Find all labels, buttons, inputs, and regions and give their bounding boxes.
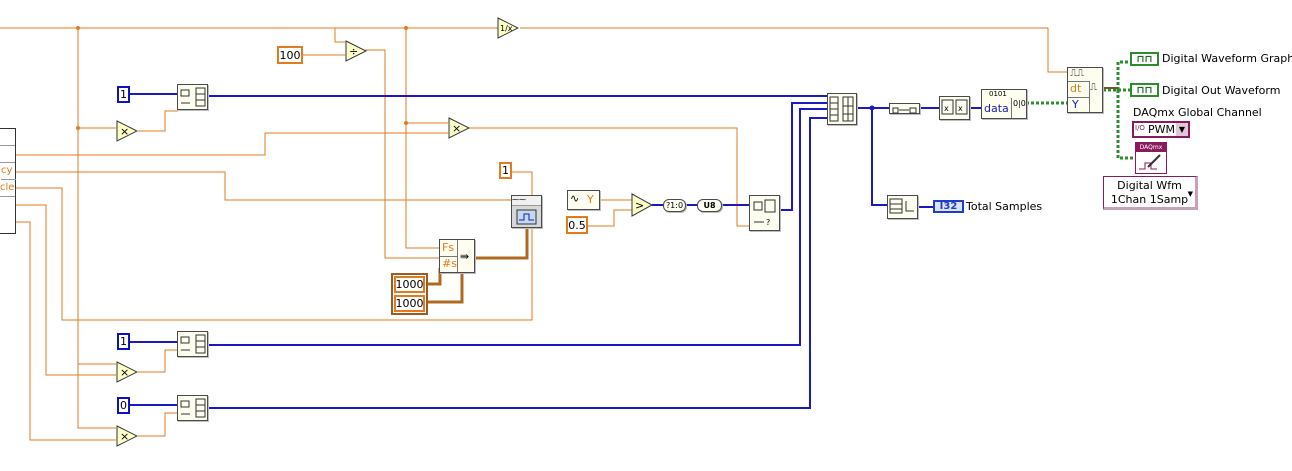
initialize-array-node[interactable] <box>177 84 208 110</box>
multiply-icon[interactable]: × <box>116 425 138 447</box>
build-array-icon <box>180 398 206 418</box>
multiply-icon[interactable]: × <box>116 120 138 142</box>
compare-icon[interactable]: > <box>631 193 653 217</box>
constant-1000-b[interactable]: 1000 <box>394 295 425 312</box>
constant-0-low[interactable]: 0 <box>117 397 130 414</box>
build-array-icon <box>180 334 206 354</box>
svg-text:x: x <box>944 104 949 113</box>
build-2d-array-node[interactable] <box>827 93 857 125</box>
array-subset-node[interactable]: ? <box>749 195 780 231</box>
digital-waveform-graph-terminal[interactable]: ⊓⊓ <box>1130 52 1159 66</box>
constant-1000-a[interactable]: 1000 <box>394 276 425 293</box>
daqmx-channel-value: PWM <box>1148 123 1176 136</box>
constant-cluster-1000[interactable]: 1000 1000 <box>391 273 428 315</box>
array-subset-icon: ? <box>753 199 776 227</box>
reshape-icon <box>892 107 917 114</box>
build-array-icon <box>829 96 854 122</box>
build-waveform-node[interactable]: ⎍⎍ dt Y ⎍ <box>1067 67 1103 113</box>
svg-text:÷: ÷ <box>349 45 358 58</box>
to-u8-node[interactable]: U8 <box>697 199 722 212</box>
svg-text:×: × <box>452 122 461 135</box>
daqmx-vi-banner: DAQmx <box>1136 143 1166 152</box>
digital-pulse-icon: ⊓⊓ <box>1136 53 1153 65</box>
daqmx-write-vi[interactable]: DAQmx <box>1135 142 1167 174</box>
svg-text:×: × <box>120 125 129 138</box>
constant-100[interactable]: 100 <box>277 46 303 64</box>
digital-bits-label: 0101 <box>989 90 1007 98</box>
multiply-icon[interactable]: × <box>448 117 470 139</box>
reciprocal-icon[interactable]: 1/x <box>497 17 519 39</box>
svg-text:1/x: 1/x <box>500 24 513 33</box>
to-u8-text: U8 <box>703 201 716 210</box>
svg-text:×: × <box>120 430 129 443</box>
waveform-y-label: Y <box>587 193 594 206</box>
io-prefix-icon: I/O <box>1135 124 1145 132</box>
arrow-icon: ⇛ <box>460 250 470 263</box>
svg-text:×: × <box>120 366 129 379</box>
constant-1-top[interactable]: 1 <box>117 86 130 103</box>
bool-to-num-text: ?1:0 <box>665 201 684 210</box>
cluster-duty-cycle-label: cle <box>0 180 15 197</box>
dropdown-arrow-icon[interactable]: ▼ <box>1176 123 1188 136</box>
cluster-unbundle[interactable]: cy cle <box>0 128 16 234</box>
initialize-array-node[interactable] <box>177 395 208 421</box>
timing-bundle-node[interactable]: Fs #s ⇛ <box>439 239 475 273</box>
selector-line-2: 1Chan 1Samp <box>1110 193 1189 206</box>
daqmx-channel-control[interactable]: I/O PWM ▼ <box>1132 121 1190 138</box>
multiply-icon[interactable]: × <box>116 361 138 383</box>
total-samples-label: Total Samples <box>966 200 1043 213</box>
waveform-small-icon: ∿ <box>570 192 580 205</box>
constant-1-orange[interactable]: 1 <box>499 162 512 179</box>
pen-icon <box>1139 154 1161 170</box>
svg-text:>: > <box>635 199 644 212</box>
boolean-to-number-node[interactable]: ?1:0 <box>663 199 686 212</box>
array-size-node[interactable] <box>887 195 918 219</box>
digital-data-node[interactable]: 0101 data 0|0 <box>981 89 1027 119</box>
get-waveform-y-node[interactable]: ∿ Y <box>567 190 600 210</box>
svg-text:?: ? <box>766 218 770 227</box>
cluster-frequency-label: cy <box>1 163 16 180</box>
divide-icon[interactable]: ÷ <box>345 40 367 62</box>
digital-out-waveform-terminal[interactable]: ⊓⊓ <box>1130 83 1159 97</box>
build-array-icon <box>180 87 206 107</box>
daqmx-channel-caption: DAQmx Global Channel <box>1133 106 1262 119</box>
waveform-out-icon: ⎍ <box>1090 82 1097 93</box>
wfm-dt-label: dt <box>1070 82 1082 95</box>
array-size-icon <box>889 198 914 214</box>
timing-fs-label: Fs <box>442 241 455 254</box>
digital-out-icon: 0|0 <box>1013 99 1026 108</box>
constant-0.5[interactable]: 0.5 <box>566 216 588 234</box>
digital-data-label: data <box>984 102 1009 115</box>
wfm-y-label: Y <box>1072 98 1079 111</box>
waveform-build-icon: ⎍⎍ <box>1070 68 1084 79</box>
dropdown-arrow-icon[interactable]: ▼ <box>1187 190 1193 198</box>
reshape-node[interactable] <box>889 103 920 114</box>
square-waveform-generator[interactable]: ⁓⁓ <box>511 195 542 228</box>
initialize-array-node[interactable] <box>177 331 208 357</box>
total-samples-terminal[interactable]: I32 <box>933 200 964 213</box>
digital-out-waveform-label: Digital Out Waveform <box>1162 84 1281 97</box>
digital-pulse-icon: ⊓⊓ <box>1136 84 1153 96</box>
selector-line-1: Digital Wfm <box>1117 179 1182 192</box>
waveform-icon <box>516 209 537 225</box>
digital-waveform-graph-label: Digital Waveform Graph <box>1162 52 1292 65</box>
timing-ns-label: #s <box>442 257 457 270</box>
i32-type-label: I32 <box>939 201 958 212</box>
polymorphic-selector[interactable]: Digital Wfm 1Chan 1Samp ▼ <box>1103 176 1198 210</box>
svg-text:x: x <box>958 104 963 113</box>
constant-1-mid[interactable]: 1 <box>117 333 130 350</box>
